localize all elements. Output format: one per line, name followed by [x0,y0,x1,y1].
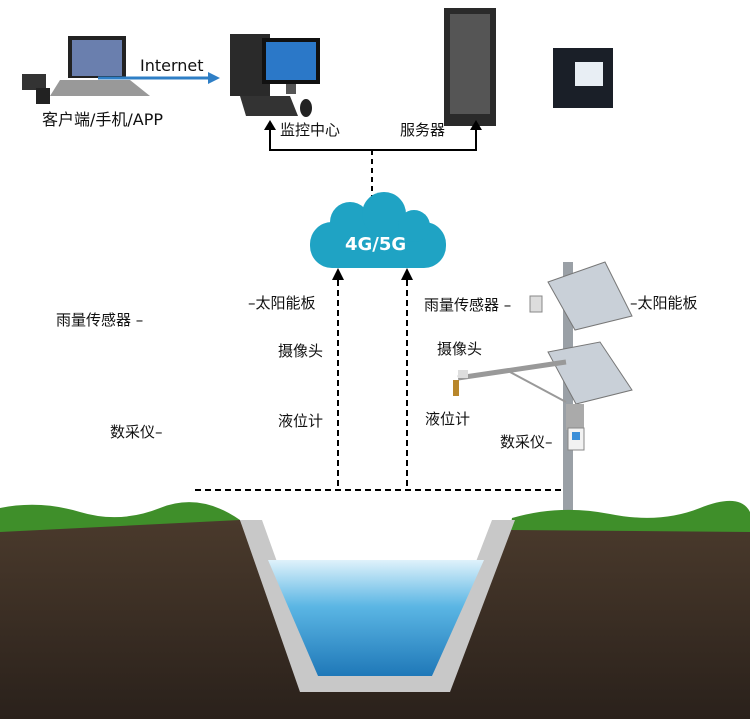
left-rain-sensor-label: 雨量传感器 – [56,311,144,329]
right-rain-sensor-label: 雨量传感器 – [424,296,512,314]
server-label: 服务器 [400,121,446,139]
control-room-screen-icon [553,48,613,108]
right-level-meter-label: 液位计 [425,410,471,428]
right-data-logger-label: 数采仪– [500,433,553,451]
internet-label: Internet [140,56,204,75]
right-solar-panel-label: –太阳能板 [630,294,698,312]
client-label: 客户端/手机/APP [42,110,164,129]
laptop-icon [22,36,150,104]
grass-right [510,500,750,532]
desktop-computer-icon [230,34,320,117]
soil [0,520,750,719]
network-label: 4G/5G [345,234,407,255]
cloud-icon [310,192,446,268]
ditch-wall [240,520,515,692]
left-camera-label: 摄像头 [278,342,324,360]
left-solar-panel-label: –太阳能板 [248,294,316,312]
water [268,560,484,676]
right-camera-label: 摄像头 [437,340,483,358]
monitor-center-label: 监控中心 [280,121,341,139]
monitoring-pole [453,261,633,522]
server-rack-icon [444,8,496,126]
left-data-logger-label: 数采仪– [110,423,163,441]
left-level-meter-label: 液位计 [278,412,324,430]
grass-left [0,502,240,532]
